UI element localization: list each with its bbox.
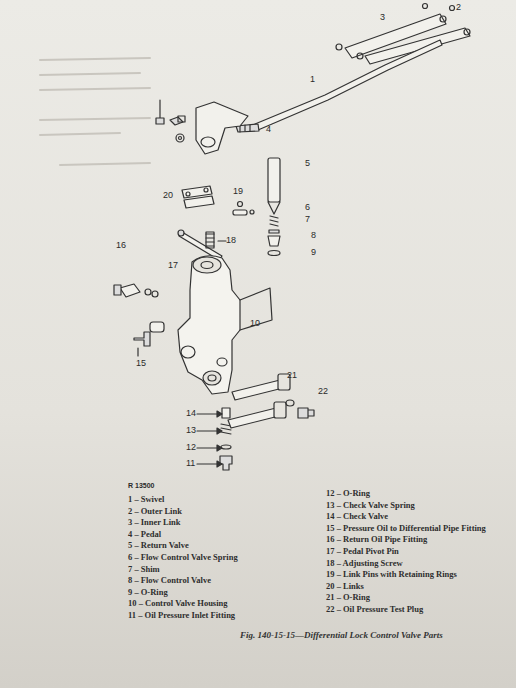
callout-number: 22 bbox=[318, 386, 328, 396]
callout-number: 11 bbox=[186, 458, 195, 468]
figure-caption: Fig. 140-15-15—Differential Lock Control… bbox=[240, 630, 443, 640]
valve-stack bbox=[268, 158, 280, 256]
links-20 bbox=[182, 186, 254, 215]
link-pins-plug bbox=[228, 374, 314, 428]
legend-entry: 8 – Flow Control Valve bbox=[128, 575, 211, 585]
callout-number: 15 bbox=[136, 358, 146, 368]
legend-entry: 5 – Return Valve bbox=[128, 540, 189, 550]
background-print bbox=[40, 58, 150, 165]
callout-number: 13 bbox=[186, 425, 196, 435]
callout-number: 1 bbox=[310, 74, 315, 84]
legend-entry: 14 – Check Valve bbox=[326, 511, 388, 521]
legend-entry: 7 – Shim bbox=[128, 564, 160, 574]
callout-number: 5 bbox=[305, 158, 310, 168]
callout-number: 10 bbox=[250, 318, 260, 328]
legend-entry: 15 – Pressure Oil to Differential Pipe F… bbox=[326, 523, 486, 533]
legend-entry: 21 – O-Ring bbox=[326, 592, 370, 602]
legend-entry: 13 – Check Valve Spring bbox=[326, 500, 415, 510]
legend-entry: 16 – Return Oil Pipe Fitting bbox=[326, 534, 427, 544]
check-valve-stack bbox=[197, 241, 232, 470]
legend-entry: 12 – O-Ring bbox=[326, 488, 370, 498]
swivel-rod bbox=[236, 40, 442, 132]
callout-number: 7 bbox=[305, 214, 310, 224]
legend-entry: 17 – Pedal Pivot Pin bbox=[326, 546, 399, 556]
callout-number: 8 bbox=[311, 230, 316, 240]
pins bbox=[178, 230, 226, 260]
callout-number: 18 bbox=[226, 235, 236, 245]
callout-number: 3 bbox=[380, 12, 385, 22]
callout-number: 2 bbox=[456, 2, 461, 12]
callout-number: 21 bbox=[287, 370, 297, 380]
control-valve-housing bbox=[178, 256, 272, 394]
legend-entry: 20 – Links bbox=[326, 581, 364, 591]
legend-entry: 1 – Swivel bbox=[128, 494, 164, 504]
callout-number: 12 bbox=[186, 442, 196, 452]
legend-entry: 18 – Adjusting Screw bbox=[326, 558, 403, 568]
callout-number: 19 bbox=[233, 186, 243, 196]
fittings bbox=[114, 284, 164, 356]
callout-number: 6 bbox=[305, 202, 310, 212]
links bbox=[336, 4, 470, 65]
legend-entry: 11 – Oil Pressure Inlet Fitting bbox=[128, 610, 235, 620]
legend-entry: 4 – Pedal bbox=[128, 529, 161, 539]
callout-number: 20 bbox=[163, 190, 173, 200]
callout-number: 17 bbox=[168, 260, 178, 270]
callout-number: 14 bbox=[186, 408, 196, 418]
legend-entry: 10 – Control Valve Housing bbox=[128, 598, 228, 608]
legend-entry: 9 – O-Ring bbox=[128, 587, 168, 597]
figure-code: R 13500 bbox=[128, 482, 154, 489]
callout-number: 4 bbox=[266, 124, 271, 134]
legend-entry: 22 – Oil Pressure Test Plug bbox=[326, 604, 423, 614]
callout-number: 16 bbox=[116, 240, 126, 250]
legend-entry: 6 – Flow Control Valve Spring bbox=[128, 552, 238, 562]
legend-entry: 19 – Link Pins with Retaining Rings bbox=[326, 569, 457, 579]
legend-entry: 3 – Inner Link bbox=[128, 517, 181, 527]
pedal bbox=[156, 100, 248, 154]
callout-number: 9 bbox=[311, 247, 316, 257]
legend-entry: 2 – Outer Link bbox=[128, 506, 182, 516]
